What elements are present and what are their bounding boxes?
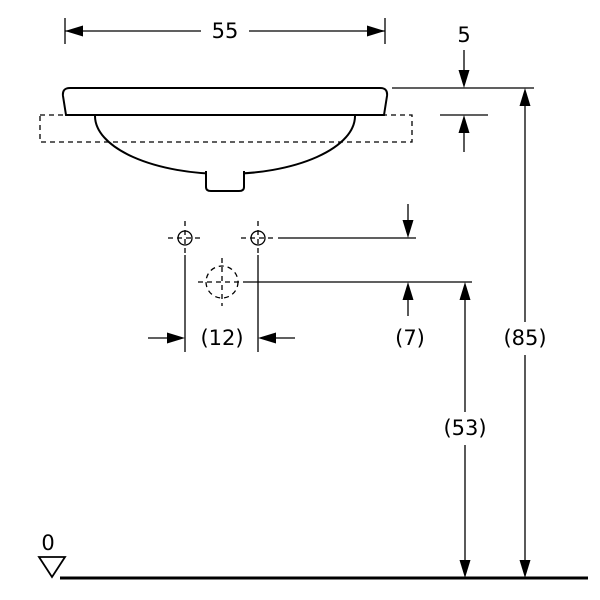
dim-55-arrow-left xyxy=(65,25,83,37)
tap-hole-right-circle xyxy=(250,230,266,246)
dim-12-arrow-left xyxy=(258,332,276,344)
dim-53-label-mask xyxy=(438,412,492,445)
dim-label-85: (85) xyxy=(503,326,546,350)
countertop-cutout-outline xyxy=(39,114,413,143)
tap-hole-left-marker xyxy=(168,221,202,255)
dim-tap-hole-spacing: (12) xyxy=(148,255,295,352)
dim-12-arrow-right xyxy=(167,332,185,344)
basin-bowl xyxy=(94,115,356,175)
basin-rim xyxy=(61,87,389,116)
dim-label-55: 55 xyxy=(212,19,239,43)
dim-label-7: (7) xyxy=(395,326,425,350)
dim-drain-height: (53) xyxy=(438,282,492,578)
dim-7-arrow-up xyxy=(402,282,414,300)
dim-7-arrow-down xyxy=(402,220,414,238)
dim-label-53: (53) xyxy=(443,416,486,440)
dim-85-arrow-up xyxy=(519,88,531,106)
drain-hole-marker xyxy=(198,258,246,306)
tap-hole-left-circle xyxy=(177,230,193,246)
dim-label-5: 5 xyxy=(457,23,470,47)
tap-hole-right-marker xyxy=(241,221,275,255)
dim-label-12: (12) xyxy=(200,326,243,350)
dim-53-arrow-down xyxy=(459,560,471,578)
dim-overall-height: (85) xyxy=(498,88,552,578)
dim-53-arrow-up xyxy=(459,282,471,300)
drain-hole-circle xyxy=(205,265,239,299)
dim-offset-7: (7) xyxy=(395,204,425,350)
datum-label-0: 0 xyxy=(41,531,54,555)
drain-outlet xyxy=(205,171,245,192)
datum-triangle-icon xyxy=(37,556,67,579)
dim-85-label-mask xyxy=(498,322,552,355)
dim-5-arrow-down xyxy=(458,70,470,88)
datum-marker: 0 xyxy=(37,531,67,579)
dim-basin-width: 55 xyxy=(64,18,386,44)
dim-85-arrow-down xyxy=(519,560,531,578)
dim-55-arrow-right xyxy=(367,25,385,37)
dim-5-arrow-up xyxy=(458,115,470,133)
dim-rim-height: 5 xyxy=(440,23,488,152)
